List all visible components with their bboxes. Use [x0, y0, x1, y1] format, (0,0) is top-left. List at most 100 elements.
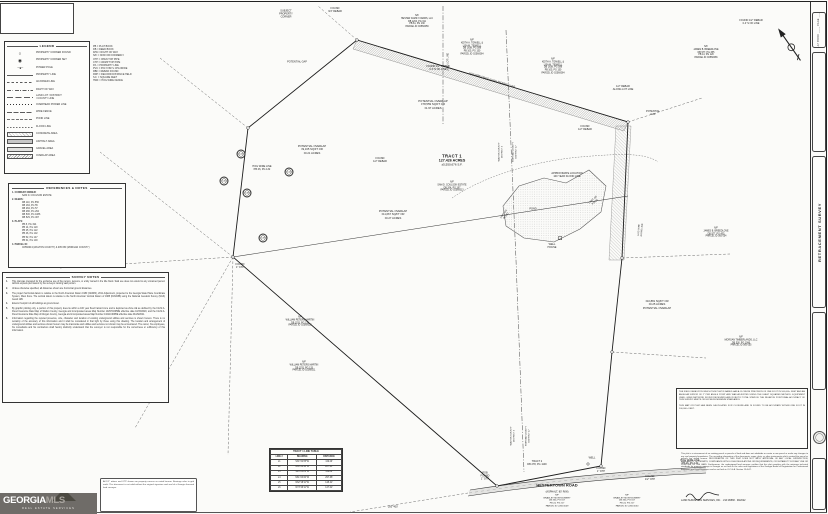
plats-label: 3. PLATS: — [12, 221, 23, 224]
legend-box: LEGEND PROPERTY CORNER FOUND PROPERTY COR… — [4, 41, 90, 174]
legend-item-label: WIRE FENCE — [36, 109, 52, 113]
line-dashdot-symbol — [7, 87, 33, 93]
legend-item-label: OVERLAP AREA — [36, 154, 56, 158]
plat-book-box: PLAT BOOK ____ PAGE ____ — [812, 12, 826, 48]
line-table-title: TRACT 1 LINE TABLE — [270, 448, 342, 456]
line-table: TRACT 1 LINE TABLE LINE # BEARING DISTAN… — [269, 448, 343, 493]
sidebar-box-5 — [812, 458, 826, 510]
sheet-right-edge — [826, 2, 827, 512]
survey-note-text: By graphic plotting only, a portion of t… — [12, 307, 165, 316]
legend-item-label: PROPERTY LINE — [36, 72, 56, 76]
county-line — [505, 29, 525, 473]
legend-item: GRAVEL AREA — [7, 146, 87, 153]
table-cell: 147.02' — [315, 484, 343, 492]
parcel-label: 4. PARCEL ID: — [12, 243, 28, 246]
legend-item: RIGHT OF WAY — [7, 86, 87, 93]
table-cell: L6 — [269, 484, 289, 492]
survey-note-number: 6. — [6, 318, 8, 321]
survey-type-box: RETRACEMENT SURVEY — [812, 156, 826, 308]
area-area-asphalt-symbol — [7, 139, 33, 145]
pond-shape — [502, 169, 607, 243]
survey-note-text: Information regarding the reputed presen… — [12, 318, 165, 333]
legend-item-label: LAND LOT / DISTRICT / COUNTY LINE — [36, 93, 62, 100]
table-cell: N73°46'11"W — [287, 484, 317, 492]
legend-item: OVERLAP AREA — [7, 153, 87, 160]
corner-monuments — [231, 38, 630, 488]
survey-note-number: 4. — [6, 303, 8, 306]
sidebar-rule — [810, 2, 811, 512]
logo-note-box: All 1/2" rebars and OTP shown are proper… — [100, 478, 197, 512]
logo-tagline: REAL ESTATE SERVICES — [22, 506, 75, 510]
survey-notes-title: SURVEY NOTES — [6, 275, 165, 279]
line-dashed-symbol — [7, 80, 33, 86]
survey-note-number: 3. — [6, 292, 8, 295]
line-solid-symbol — [7, 72, 33, 78]
overlap-band-east — [608, 125, 632, 261]
legend-item: PROPERTY CORNER SET — [7, 57, 87, 64]
legend-abbreviations: PB = PLAT BOOK DB = DEED BOOK R/W = RIGH… — [93, 45, 132, 83]
overlap-band-north — [352, 39, 629, 132]
plat-book-label: PLAT BOOK ____ PAGE ____ — [818, 12, 820, 48]
legend-item-label: PROPERTY CORNER FOUND — [36, 50, 71, 54]
line-fence-symbol — [7, 109, 33, 115]
surveyor-seal — [812, 431, 826, 444]
survey-note-number: 5. — [6, 307, 8, 310]
surveyor-signature — [685, 492, 720, 501]
area-area-concrete-symbol — [7, 131, 33, 137]
legend-item-label: POWER POLE — [36, 65, 53, 69]
legend-item: CONCRETE AREA — [7, 131, 87, 138]
legend-item-label: POND LINE — [36, 117, 50, 121]
road — [467, 466, 707, 497]
legend-item: FLOOD LINE — [7, 123, 87, 130]
flood-line — [451, 154, 659, 199]
legend-item: POWER POLE — [7, 64, 87, 71]
legend-item-label: ADJOINER LINE — [36, 80, 55, 84]
parcel-value: C0560013 (WALTON COUNTY) & 005 053 (MORG… — [22, 246, 90, 249]
legend-item: POND LINE — [7, 116, 87, 123]
power-pole-symbol — [7, 65, 33, 70]
legend-title: LEGEND — [7, 44, 87, 48]
sidebar-box-2 — [812, 52, 826, 152]
legend-item-label: RIGHT OF WAY — [36, 87, 55, 91]
vicinity-box — [0, 3, 74, 34]
legend-item-label: GRAVEL AREA — [36, 146, 54, 150]
deeds-list: DB 110, PG 556 DB 184, PG 55 DB 284, PG … — [22, 201, 41, 220]
closure-note-box: THE FIELD DATA UPON WHICH THIS PLAT IS B… — [676, 388, 808, 449]
survey-note: 1.This plat was prepared for the exclusi… — [6, 281, 165, 287]
survey-note-text: This plat was prepared for the exclusive… — [12, 280, 165, 286]
legend-item: ADJOINER LINE — [7, 79, 87, 86]
well-house-shape — [558, 236, 562, 240]
survey-note: 3.The project horizontal datum is relati… — [6, 293, 165, 302]
survey-note-text: Unless otherwise specified, all distance… — [12, 288, 93, 291]
firm-line: LAND SURVEYING SERVICES, INC. · LSF #083… — [681, 499, 746, 502]
sidebar-box-4 — [812, 312, 826, 390]
legend-item-label: FLOOD LINE — [36, 124, 51, 128]
legend-item: WIRE FENCE — [7, 109, 87, 116]
survey-note: 4.Exterior footprint of all buildings at… — [6, 303, 165, 306]
adjoiner-lines — [59, 5, 731, 513]
deeds-label: 2. DEEDS: — [12, 198, 24, 201]
legend-item-label: PROPERTY CORNER SET — [36, 58, 67, 62]
logo-georgia: GEORGIA — [3, 495, 46, 506]
corner-set-symbol — [7, 58, 33, 63]
line-flood-symbol — [7, 124, 33, 130]
survey-note: 6. Information regarding the reputed pres… — [6, 318, 165, 333]
line-pond-symbol — [7, 117, 33, 123]
north-arrow-icon — [778, 28, 801, 61]
line-longdash-symbol — [7, 95, 33, 101]
legend-item: OVERHEAD POWER LINE — [7, 101, 87, 108]
well-shape — [586, 462, 590, 466]
survey-note-number: 2. — [6, 288, 8, 291]
retracement-survey-label: RETRACEMENT SURVEY — [816, 202, 822, 262]
survey-note: 5. By graphic plotting only, a portion of… — [6, 308, 165, 317]
owner-label: 1. CURRENT OWNER: — [12, 191, 37, 194]
survey-notes-box: SURVEY NOTES 1.This plat was prepared fo… — [2, 272, 169, 403]
references-box: REFERENCES & NOTES 1. CURRENT OWNER: SAM… — [8, 183, 126, 268]
